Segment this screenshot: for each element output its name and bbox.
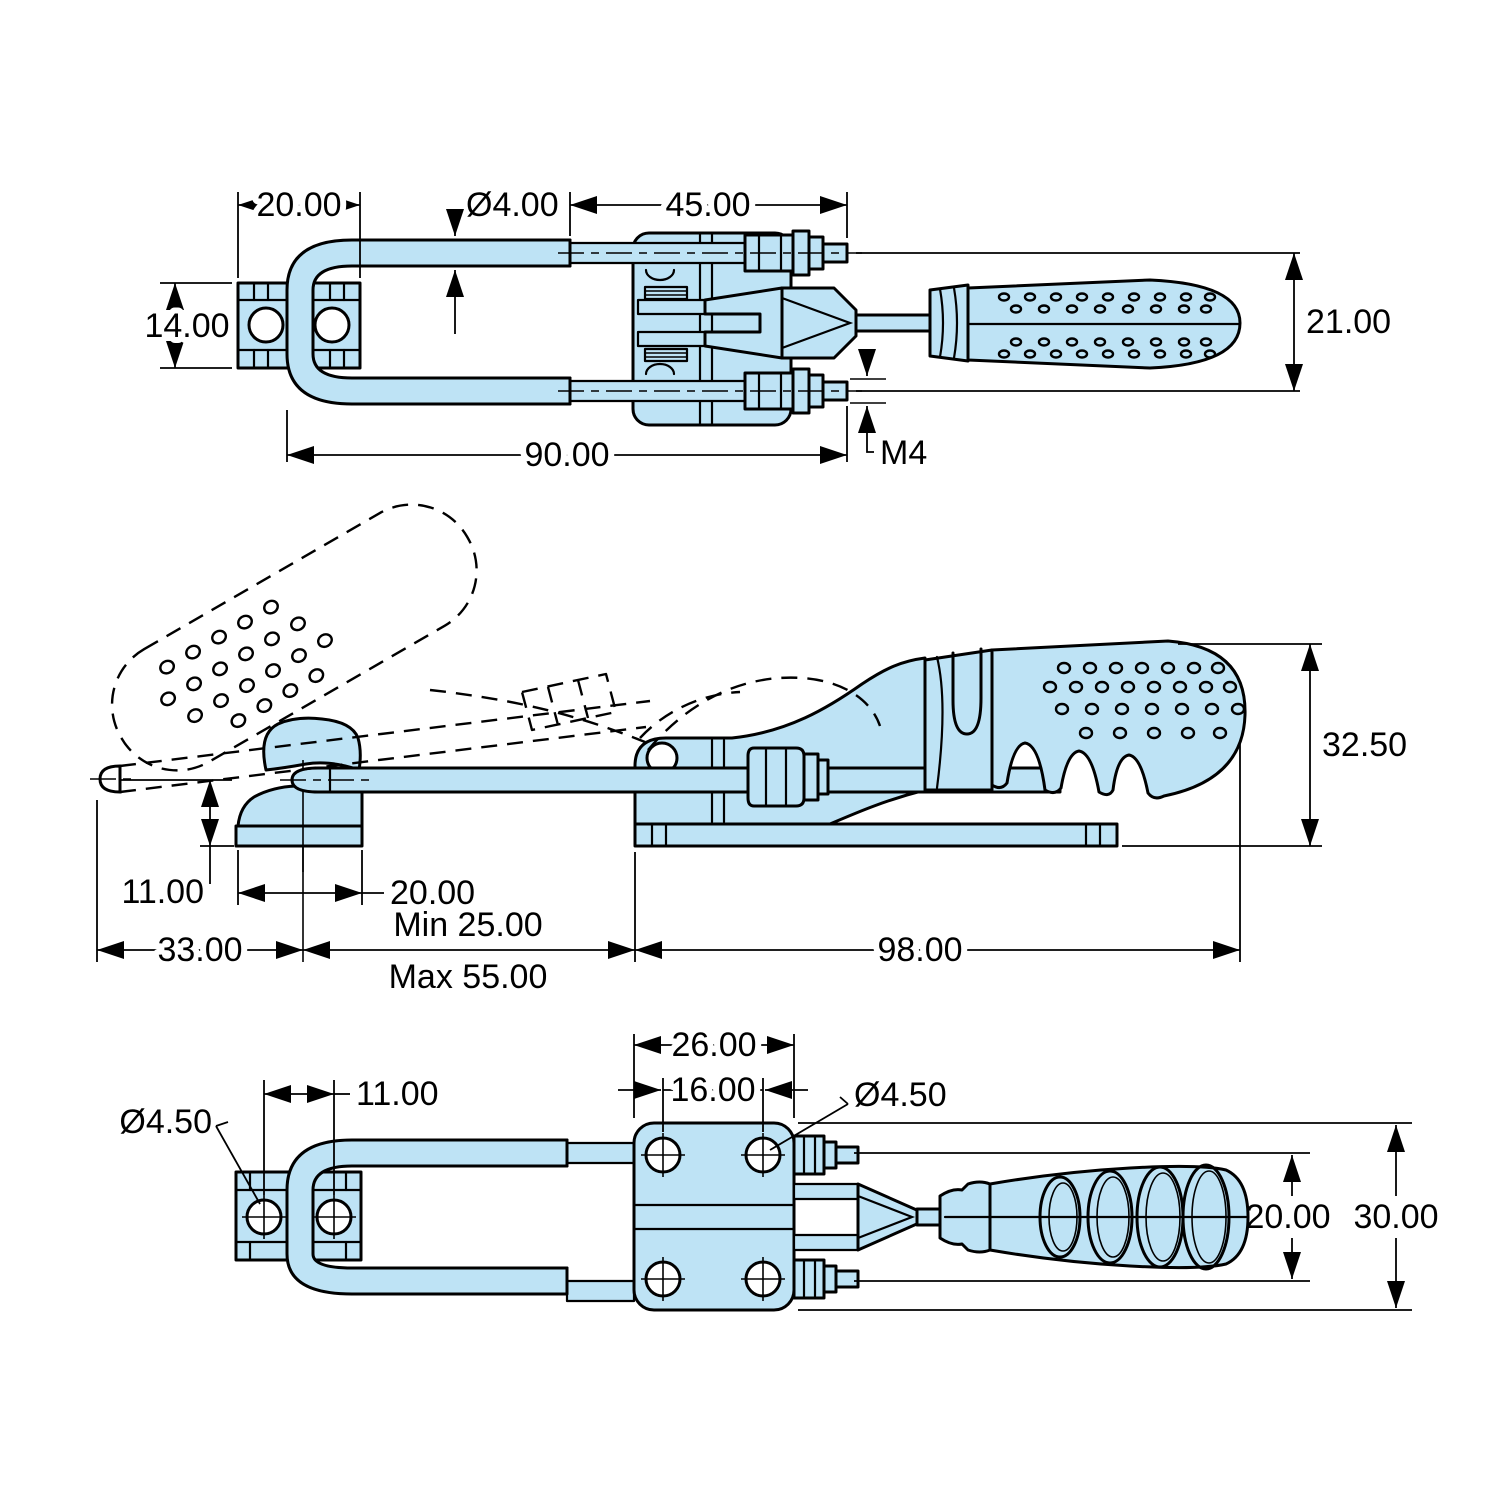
handle-top (928, 278, 1242, 370)
dim-body-length: 98.00 (877, 931, 962, 969)
dim-overall-height: 32.50 (1322, 726, 1407, 764)
top-view: 20.00 Ø4.00 45.00 14.00 90.00 21.00 M4 (138, 180, 1391, 480)
side-view: 11.00 20.00 33.00 Min 25.00 Max 55.00 98… (90, 503, 1407, 996)
dim-rod-diameter: Ø4.00 (466, 186, 559, 224)
handle-dimples (1042, 661, 1246, 740)
dim-bracket-hole-spacing: 11.00 (356, 1075, 439, 1113)
handle-bottom (938, 1163, 1250, 1271)
adjust-nut-side (746, 746, 830, 808)
dim-catch-height: 11.00 (121, 873, 204, 911)
dim-plate-hole-diameter: Ø4.50 (854, 1076, 947, 1114)
toggle-fork-bottom (792, 1182, 947, 1252)
dim-handle-width: 20.00 (1245, 1198, 1330, 1236)
dim-bracket-width: 20.00 (256, 186, 341, 224)
dim-plate-hole-spacing: 16.00 (670, 1071, 755, 1109)
bracket-hole (313, 306, 351, 344)
bottom-view-dimensions: 26.00 16.00 Ø4.50 11.00 Ø4.50 20.00 30.0… (119, 1020, 1439, 1311)
grip-grooves (1038, 1163, 1231, 1271)
dim-bracket-hole-diameter: Ø4.50 (119, 1103, 212, 1141)
dim-bracket-height: 14.00 (144, 307, 229, 345)
phantom-handle (110, 503, 478, 772)
dim-overall-width: 30.00 (1353, 1198, 1438, 1236)
dim-thread-length: 45.00 (665, 186, 750, 224)
dim-hook-reach: 33.00 (157, 931, 242, 969)
catch-pedestal-side (234, 716, 364, 872)
dim-base-width: 20.00 (390, 874, 475, 912)
bracket-hole (247, 306, 285, 344)
dim-reach-min: Min 25.00 (393, 906, 542, 944)
handle-side (923, 639, 1247, 800)
dim-handle-height: 21.00 (1306, 303, 1391, 341)
dim-thread-size: M4 (880, 434, 927, 472)
side-view-dimensions: 11.00 20.00 33.00 Min 25.00 Max 55.00 98… (96, 643, 1407, 996)
dim-plate-width: 26.00 (671, 1026, 756, 1064)
top-view-dimensions: 20.00 Ø4.00 45.00 14.00 90.00 21.00 M4 (138, 180, 1391, 480)
u-bolt-bottom (285, 1138, 569, 1296)
nuts-bottom (792, 1134, 860, 1300)
handle-grip-side (990, 639, 1247, 800)
handle-dimples (997, 292, 1217, 359)
base-plate-side (633, 822, 1119, 848)
threaded-rods-top (558, 229, 862, 415)
toggle-fork-top (636, 286, 934, 360)
bottom-view: 26.00 16.00 Ø4.50 11.00 Ø4.50 20.00 30.0… (119, 1020, 1439, 1312)
dim-overall-length: 90.00 (524, 436, 609, 474)
mounting-plate-bottom (632, 1121, 796, 1312)
u-bolt-top (285, 238, 572, 406)
dim-reach-max: Max 55.00 (389, 958, 548, 996)
